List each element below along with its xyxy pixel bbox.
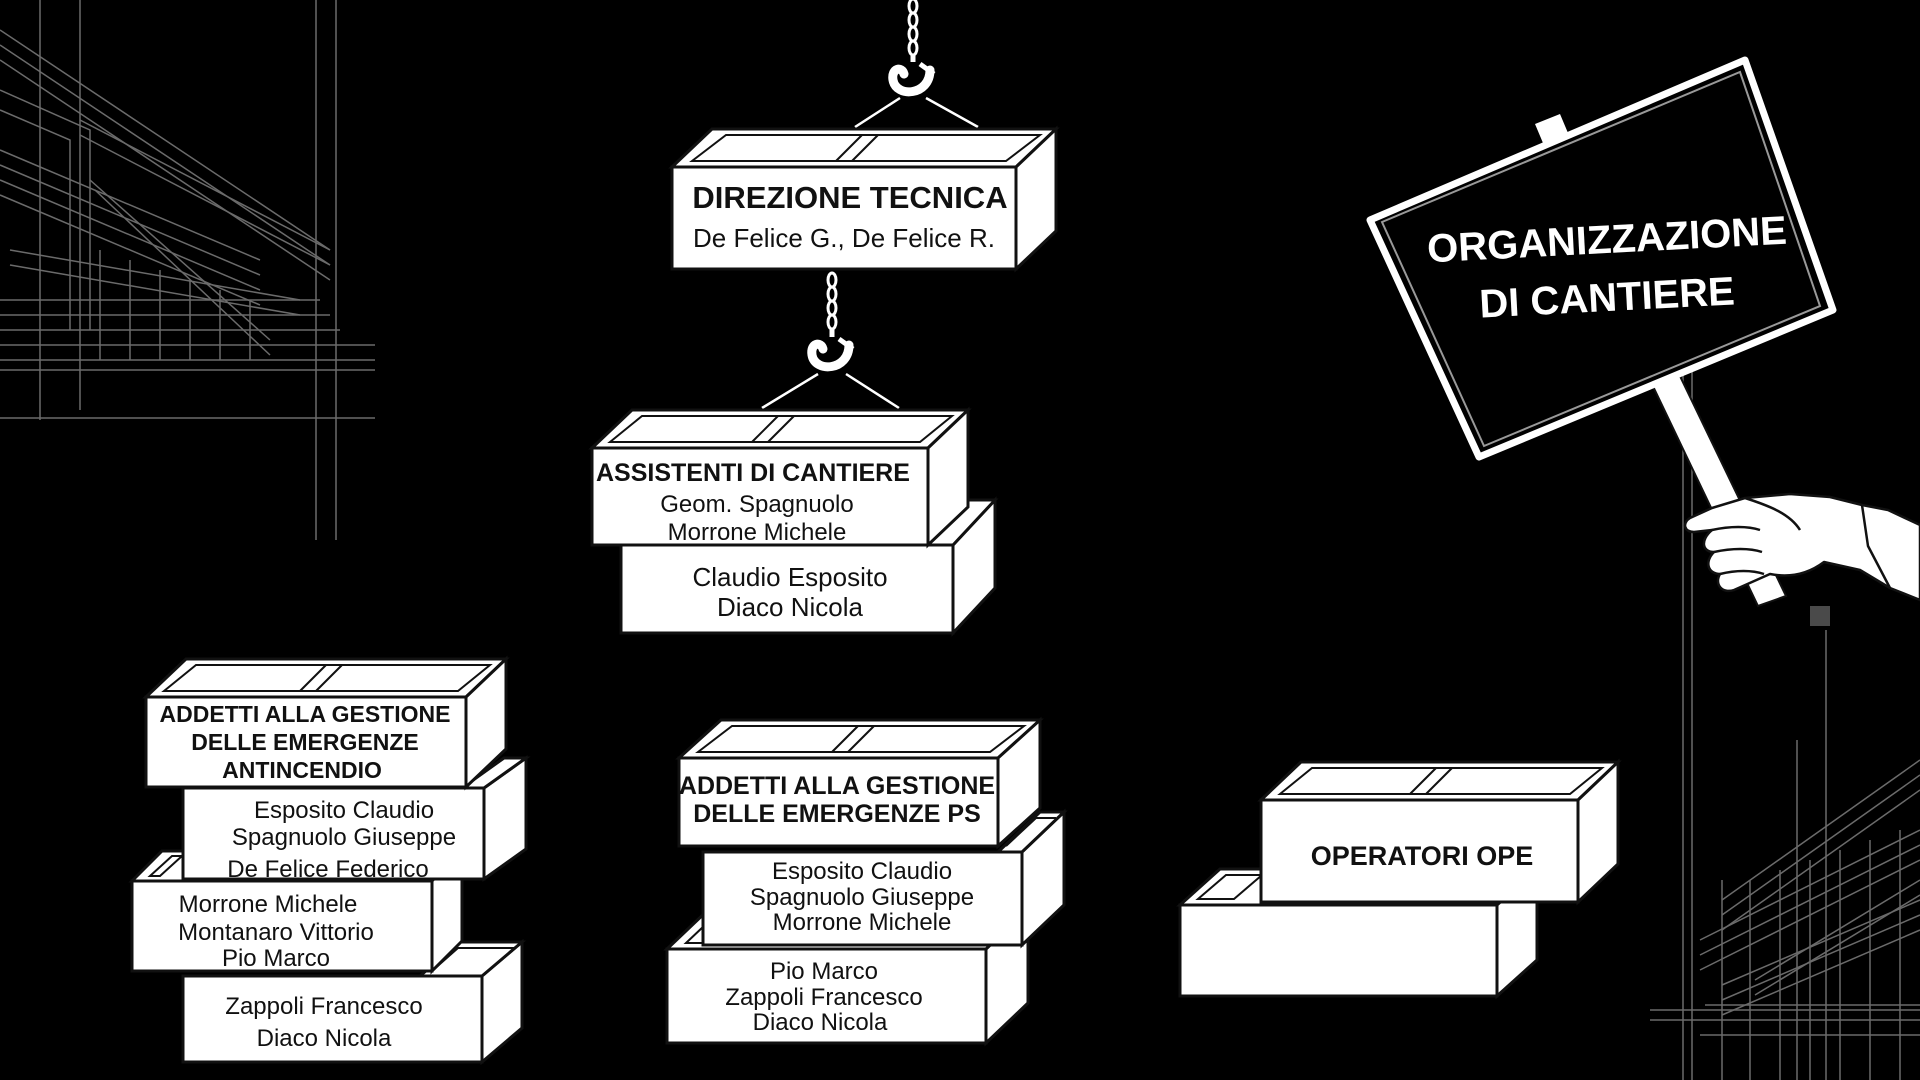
direzione-tecnica-members: De Felice G., De Felice R.: [693, 223, 995, 253]
crane-hook-middle: [761, 271, 900, 410]
lifting-cables: [761, 372, 900, 410]
antincendio-member-8: Diaco Nicola: [257, 1025, 392, 1052]
antincendio-member-5: Montanaro Vittorio: [178, 919, 374, 946]
block-antincendio-header: ADDETTI ALLA GESTIONE DELLE EMERGENZE AN…: [142, 655, 510, 791]
lifting-cables: [854, 96, 979, 129]
direzione-tecnica-title: DIREZIONE TECNICA: [692, 180, 1007, 215]
assistenti-member-2: Morrone Michele: [668, 519, 847, 546]
organizzazione-sign: ORGANIZZAZIONE DI CANTIERE: [1366, 56, 1920, 608]
antincendio-member-6: Pio Marco: [222, 945, 330, 972]
ps-title-1: ADDETTI ALLA GESTIONE: [679, 772, 995, 800]
ps-member-6: Diaco Nicola: [753, 1009, 888, 1036]
sign-top-tab: [1535, 114, 1568, 143]
crane-hook-top: [854, 0, 979, 129]
ps-member-3: Morrone Michele: [773, 909, 952, 936]
crane-hook-icon: [807, 330, 855, 372]
assistenti-member-1: Geom. Spagnuolo: [660, 491, 853, 518]
assistenti-member-3: Claudio Esposito: [692, 562, 887, 592]
block-direzione-tecnica: DIREZIONE TECNICA De Felice G., De Felic…: [668, 125, 1060, 273]
antincendio-member-4: Morrone Michele: [179, 891, 358, 918]
chain-icon: [826, 271, 838, 331]
left-building-wireframe: [0, 0, 375, 540]
block-operatori-header: OPERATORI OPE: [1257, 758, 1622, 906]
assistenti-member-4: Diaco Nicola: [717, 592, 863, 622]
antincendio-title-1: ADDETTI ALLA GESTIONE: [160, 701, 451, 727]
block-assistenti-lower: Claudio Esposito Diaco Nicola: [619, 496, 999, 637]
right-building-wireframe: [1650, 200, 1920, 1080]
block-ps-2: Esposito Claudio Spagnuolo Giuseppe Morr…: [701, 808, 1068, 949]
antincendio-member-1: Esposito Claudio: [254, 797, 434, 824]
operatori-title: OPERATORI OPE: [1311, 841, 1534, 871]
ps-member-4: Pio Marco: [770, 958, 878, 985]
antincendio-title-2: DELLE EMERGENZE: [191, 729, 418, 755]
chain-icon: [907, 0, 919, 57]
antincendio-member-7: Zappoli Francesco: [225, 993, 422, 1020]
block-antincendio-2: Esposito Claudio Spagnuolo Giuseppe De F…: [181, 755, 531, 883]
block-assistenti-header: ASSISTENTI DI CANTIERE Geom. Spagnuolo M…: [588, 406, 972, 549]
assistenti-title: ASSISTENTI DI CANTIERE: [596, 459, 910, 487]
crane-hook-icon: [888, 56, 936, 97]
sign-board: [1366, 56, 1837, 461]
ps-member-1: Esposito Claudio: [772, 858, 952, 885]
ps-member-2: Spagnuolo Giuseppe: [750, 884, 974, 911]
antincendio-member-2: Spagnuolo Giuseppe: [232, 824, 456, 851]
hand-holding-sign-icon: [1683, 492, 1920, 602]
antincendio-title-3: ANTINCENDIO: [222, 757, 382, 783]
block-antincendio-4: Zappoli Francesco Diaco Nicola: [181, 938, 527, 1066]
ps-title-2: DELLE EMERGENZE PS: [693, 800, 981, 828]
ps-member-5: Zappoli Francesco: [725, 984, 922, 1011]
antincendio-member-3: De Felice Federico: [227, 856, 428, 883]
small-square-marker: [1810, 606, 1830, 626]
block-ps-header: ADDETTI ALLA GESTIONE DELLE EMERGENZE PS: [675, 716, 1044, 850]
